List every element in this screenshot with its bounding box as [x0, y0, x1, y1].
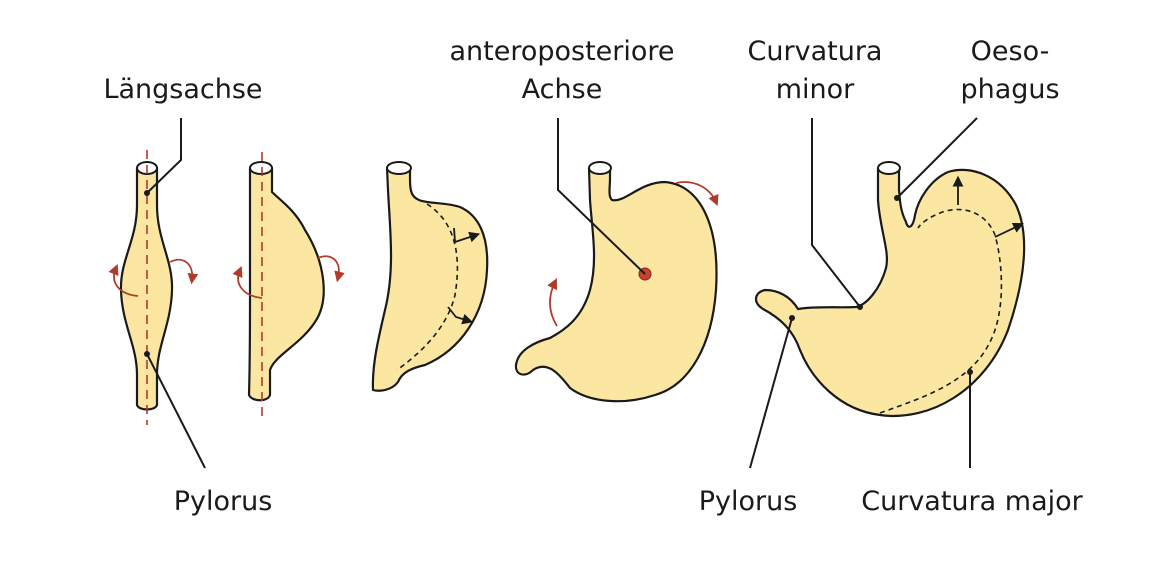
- leader-oesophagus-dot: [894, 195, 900, 201]
- leader-pylorus-left: [146, 353, 206, 469]
- stage-4-rotation-left: [547, 278, 558, 327]
- label-ap-achse-line2: Achse: [522, 74, 603, 105]
- leader-laengsachse-dot: [144, 190, 150, 196]
- label-pylorus-right: Pylorus: [699, 486, 798, 517]
- leader-pylorus-left-dot: [144, 351, 150, 357]
- label-curv-minor-line1: Curvatura: [748, 36, 883, 67]
- stage-1-tube: [108, 150, 199, 425]
- label-oesophagus-line2: phagus: [960, 74, 1059, 105]
- stage-2-rotation-left: [232, 266, 263, 299]
- label-pylorus-left: Pylorus: [174, 486, 273, 517]
- stage-5-lumen: [877, 161, 901, 175]
- label-laengsachse: Längsachse: [103, 74, 262, 105]
- stage-5-old-curvature: [879, 208, 1003, 414]
- stage-5-organ: [755, 166, 1026, 418]
- stage-3-lumen: [386, 161, 412, 175]
- stage-4-organ: [514, 166, 718, 403]
- stage-1-rotation-left: [108, 264, 139, 297]
- stage-3-push-arrow-lower: [447, 306, 474, 325]
- label-curv-minor-line2: minor: [776, 74, 855, 105]
- label-curv-major: Curvatura major: [861, 486, 1083, 517]
- stage-4-lumen: [588, 161, 612, 175]
- stage-5-stomach: [755, 161, 1026, 418]
- stage-3-push-arrow-upper: [453, 227, 481, 244]
- stage-5-push-arrow-right: [994, 222, 1024, 238]
- leader-laengsachse: [146, 118, 182, 194]
- stage-1-rotation-right: [169, 258, 199, 285]
- label-oesophagus-line1: Oeso-: [971, 36, 1050, 67]
- label-ap-achse-line1: anteroposteriore: [449, 36, 674, 67]
- leader-curv-major-dot: [967, 369, 973, 375]
- stage-2-rotation-right: [317, 255, 345, 283]
- stage-3-organ: [371, 166, 489, 392]
- stage-2-organ: [247, 166, 325, 402]
- stage-3-stomach: [371, 161, 489, 392]
- stage-4-rotation-top: [675, 181, 719, 206]
- leader-curv-minor-dot: [857, 304, 863, 310]
- stage-4-stomach: [514, 161, 719, 403]
- labels: Längsachse Pylorus anteroposteriore Achs…: [103, 36, 1083, 517]
- stage-3-old-curvature: [396, 203, 459, 371]
- leader-curv-minor: [811, 118, 861, 308]
- leader-lines: [144, 117, 978, 469]
- stage-2-lumen: [249, 161, 273, 175]
- stage-2-tube: [232, 152, 345, 420]
- leader-pylorus-right-dot: [789, 315, 795, 321]
- leader-oesophagus: [896, 117, 978, 199]
- leader-pylorus-right: [749, 317, 793, 469]
- leader-ap-achse: [557, 118, 646, 275]
